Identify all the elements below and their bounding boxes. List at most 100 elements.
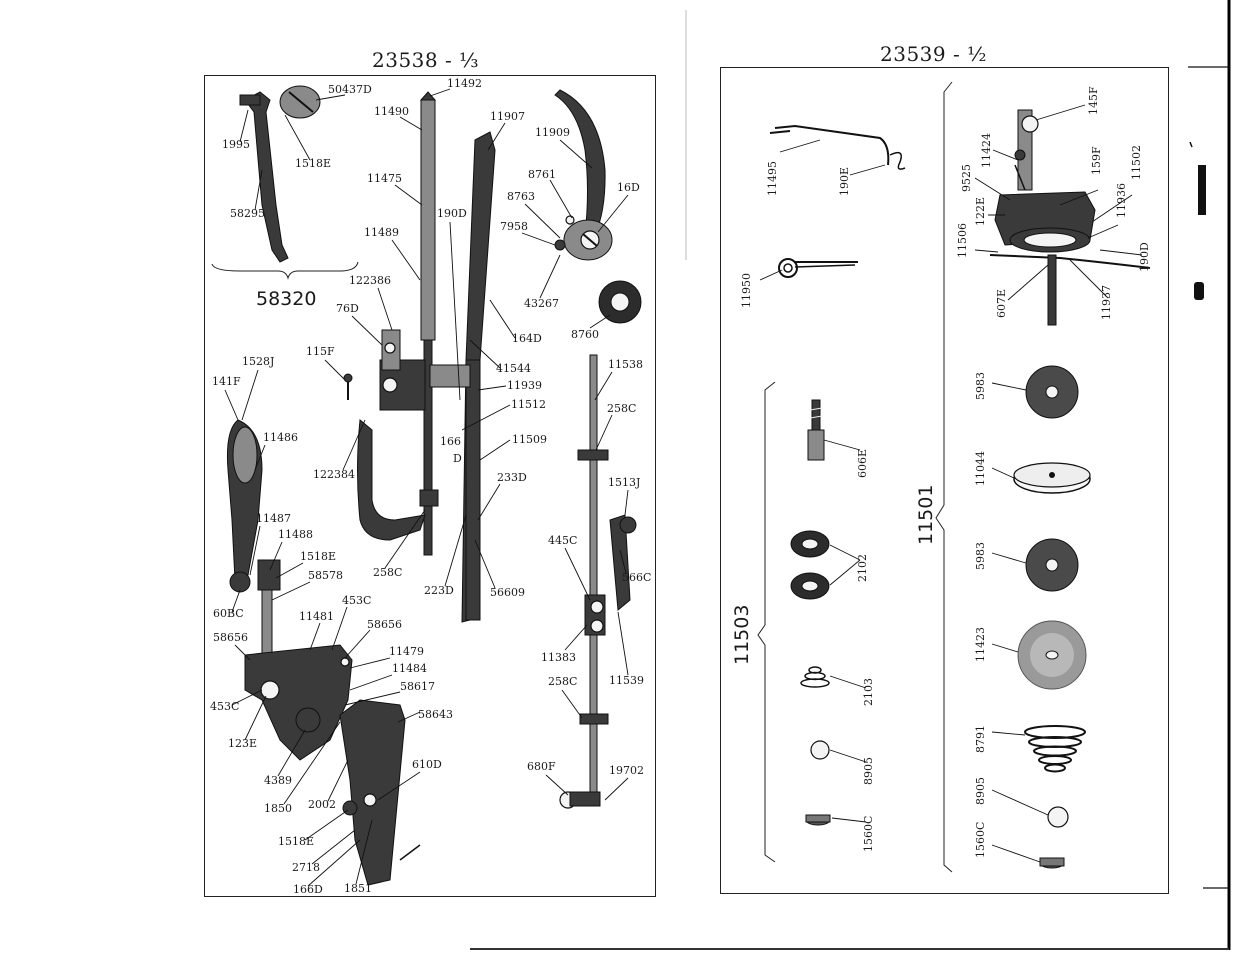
brace-58320 [211,261,359,280]
lever-58295 [239,85,321,263]
callout-8791: 8791 [974,725,987,753]
callout-11939: 11939 [507,379,542,392]
callout-2103: 2103 [862,678,875,706]
callout-166-d: D [453,452,462,465]
callout-11502: 11502 [1130,145,1143,180]
callout-680f: 680F [527,760,556,773]
callout-58656-b: 58656 [213,631,248,644]
callout-11538: 11538 [608,358,643,371]
callout-8760: 8760 [571,328,599,341]
casting-11481 [244,644,353,761]
callout-11937: 11937 [1100,285,1113,320]
callout-141f: 141F [212,375,241,388]
right-panel-frame [720,67,1169,894]
ball-8905-b [1047,806,1069,828]
callout-1850: 1850 [264,802,292,815]
callout-11539: 11539 [609,674,644,687]
callout-11475: 11475 [367,172,402,185]
callout-122e: 122E [974,197,987,226]
presser-frame-122384 [357,329,471,541]
callout-1518e-b: 1518E [300,550,336,563]
callout-4389: 4389 [264,774,292,787]
callout-58656-a: 58656 [367,618,402,631]
callout-11479: 11479 [389,645,424,658]
callout-8905-b: 8905 [974,777,987,805]
callout-43267: 43267 [524,297,559,310]
left-leader-lines [224,88,629,887]
washers-2102 [790,530,830,600]
right-leader-lines [759,104,1143,863]
callout-60bc: 60BC [213,607,244,620]
wire-11495 [769,124,906,170]
edge-mark-bar [1198,165,1206,215]
washer-8760 [598,280,642,324]
callout-11484: 11484 [392,662,427,675]
group-11501-label: 11501 [915,485,937,545]
edge-mark-tick [1189,141,1193,148]
brace-11503 [757,381,776,863]
callout-11950: 11950 [740,273,753,308]
callout-123e: 123E [228,737,257,750]
callout-2002: 2002 [308,798,336,811]
rod-11538 [559,354,637,809]
foot-1851 [339,699,421,886]
callout-1851: 1851 [344,882,372,895]
callout-8905-a: 8905 [862,757,875,785]
callout-11936: 11936 [1115,183,1128,218]
callout-159f: 159F [1090,146,1103,175]
ball-8905-a [810,740,830,760]
callout-122386: 122386 [349,274,391,287]
callout-566c: 566C [622,571,651,584]
left-panel-frame [204,75,656,897]
callout-8761: 8761 [528,168,556,181]
callout-166d: 166D [293,883,323,896]
callout-56609: 56609 [490,586,525,599]
callout-11907: 11907 [490,110,525,123]
callout-16d: 16D [617,181,640,194]
callout-2718: 2718 [292,861,320,874]
callout-115f: 115F [306,345,335,358]
callout-11495: 11495 [766,161,779,196]
callout-453c-a: 453C [342,594,371,607]
callout-5983-b: 5983 [974,542,987,570]
group-11503-label: 11503 [731,605,753,665]
callout-607e: 607E [995,289,1008,318]
callout-58295: 58295 [230,207,265,220]
stem-11487 [257,559,281,661]
callout-610d: 610D [412,758,442,771]
callout-1518e-c: 1518E [278,835,314,848]
callout-50437d: 50437D [328,83,372,96]
callout-11423: 11423 [974,627,987,662]
spring-2103 [800,666,830,688]
callout-233d: 233D [497,471,527,484]
callout-1995: 1995 [222,138,250,151]
callout-76d: 76D [336,302,359,315]
callout-166: 166 [440,435,461,448]
callout-11492: 11492 [447,77,482,90]
callout-11488: 11488 [278,528,313,541]
callout-1560c-b: 1560C [974,822,987,858]
spring-8791 [1024,725,1086,773]
callout-11486: 11486 [263,431,298,444]
nut-1560c-b [1039,857,1065,869]
tension-assembly-11501 [989,109,1151,326]
left-panel-labels: 50437D 11492 11490 11907 11909 1995 1518… [210,77,651,896]
callout-258c-c: 258C [548,675,577,688]
callout-5983-a: 5983 [974,372,987,400]
dial-11423 [1017,620,1087,690]
callout-1518e-a: 1518E [295,157,331,170]
nut-1560c-a [805,814,831,826]
callout-190d: 190D [437,207,467,220]
callout-11383: 11383 [541,651,576,664]
callout-11487: 11487 [256,512,291,525]
callout-58617: 58617 [400,680,435,693]
needle-bar-11475 [419,91,439,556]
callout-11506: 11506 [956,223,969,258]
callout-11424: 11424 [980,133,993,168]
callout-9525: 9525 [960,164,973,192]
callout-11512: 11512 [511,398,546,411]
felt-5983-a [1025,365,1079,419]
callout-19702: 19702 [609,764,644,777]
